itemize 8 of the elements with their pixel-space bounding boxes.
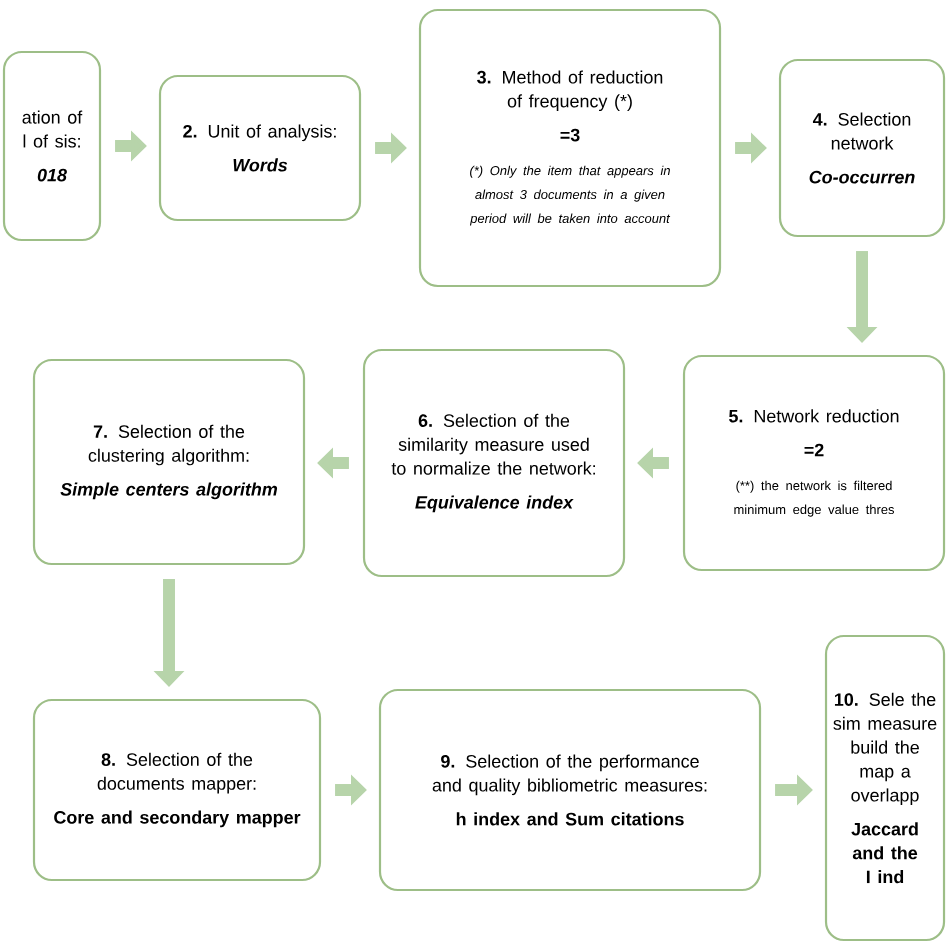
process-box: 6. Selection of the similarity measure used to normalize the network: Equivalence index bbox=[362, 348, 626, 578]
process-box: 8. Selection of the documents mapper: Core and secondary mapper bbox=[32, 698, 322, 882]
process-box: 4. Selection network Co-occurren bbox=[778, 58, 946, 238]
process-box: 9. Selection of the performance and quality bibliometric measures: h index and Sum citations bbox=[378, 688, 762, 892]
process-box: ation of l of sis: 018 bbox=[2, 50, 102, 242]
process-box: 7. Selection of the clustering algorithm: Simple centers algorithm bbox=[32, 358, 306, 566]
process-box: 2. Unit of analysis: Words bbox=[158, 74, 362, 222]
process-box: 10. Sele the sim measure build the map a overlapp Jaccard and the I ind bbox=[824, 634, 946, 942]
